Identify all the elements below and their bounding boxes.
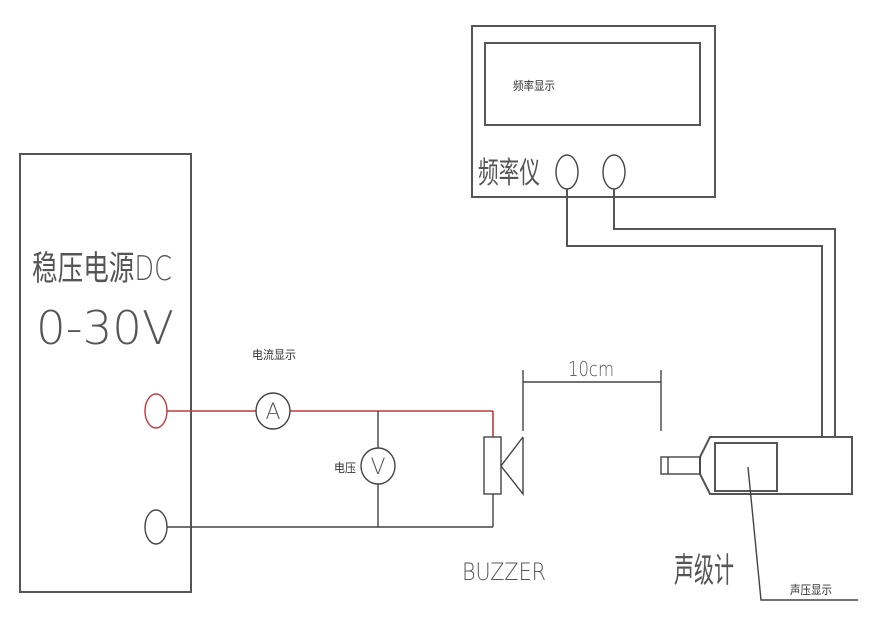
buzzer-label: BUZZER xyxy=(462,558,546,586)
ammeter-circle xyxy=(255,392,291,430)
buzzer-horn-icon xyxy=(500,436,524,497)
frequency-display xyxy=(484,42,701,126)
ammeter-symbol: A xyxy=(265,400,280,425)
ammeter-label: 电流显示 xyxy=(252,348,296,362)
sound-level-display xyxy=(714,442,778,492)
voltmeter-symbol: V xyxy=(370,455,385,480)
power-supply-box xyxy=(19,153,192,593)
frequency-input-1 xyxy=(555,154,579,190)
positive-terminal xyxy=(144,393,168,429)
distance-dimension: 10cm xyxy=(522,357,662,431)
circuit-wires xyxy=(167,410,494,528)
signal-cable xyxy=(566,189,836,437)
signal-cable-outer xyxy=(613,189,836,437)
distance-label: 10cm xyxy=(568,357,614,381)
frequency-meter-label: 频率仪 xyxy=(478,156,540,191)
display-leader-line xyxy=(747,466,858,601)
sound-display-label: 声压显示 xyxy=(790,583,832,597)
power-supply-range: 0-30V xyxy=(36,301,174,355)
voltmeter-circle xyxy=(360,447,396,485)
signal-cable-inner xyxy=(566,189,823,437)
sound-level-meter-label: 声级计 xyxy=(674,551,734,591)
frequency-input-2 xyxy=(602,154,626,190)
frequency-meter: 频率显示 频率仪 xyxy=(471,25,716,198)
frequency-display-label: 频率显示 xyxy=(513,78,555,93)
buzzer: BUZZER xyxy=(462,436,546,586)
sound-level-meter: 声压显示 声级计 xyxy=(660,436,858,601)
power-supply-title: 稳压电源DC xyxy=(32,249,172,289)
microphone-probe xyxy=(660,456,701,475)
ammeter: A 电流显示 xyxy=(252,348,296,430)
voltmeter: V 电压 xyxy=(334,447,396,485)
voltmeter-label: 电压 xyxy=(334,461,356,475)
buzzer-body xyxy=(483,436,502,495)
frequency-meter-box xyxy=(471,25,716,198)
negative-terminal xyxy=(144,509,168,545)
power-supply: 稳压电源DC 0-30V xyxy=(19,153,192,593)
